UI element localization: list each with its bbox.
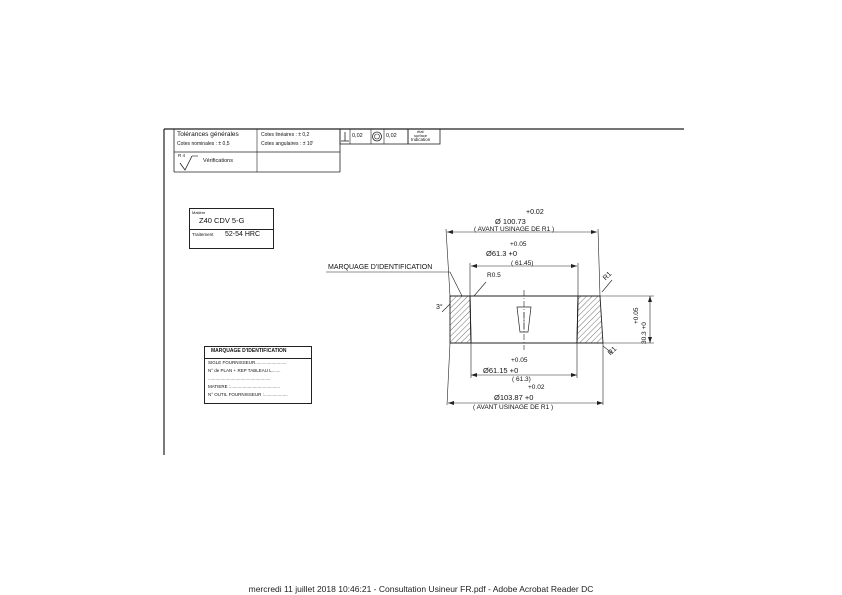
surface-note-2: surface bbox=[414, 133, 428, 138]
surface-note-3: Indication bbox=[411, 137, 431, 142]
roughness-value: R 4 bbox=[178, 153, 186, 158]
angular-dims-label: Cotes angulaires : ± 10' bbox=[261, 141, 314, 147]
flatness-value: 0,02 bbox=[352, 133, 363, 139]
top-dia-note: ( AVANT USINAGE DE R1 ) bbox=[474, 226, 555, 233]
height-tolerance: +0.05 bbox=[633, 307, 640, 324]
marking-box-title: MARQUAGE D'IDENTIFICATION bbox=[211, 348, 287, 354]
marking-box bbox=[204, 346, 312, 404]
marking-line-3: ........................................… bbox=[208, 376, 271, 381]
bottom-dia-value: Ø61.15 +0 bbox=[483, 366, 519, 375]
linear-dims-label: Cotes linéaires : ± 0,2 bbox=[261, 132, 310, 138]
bottom-dia-tolerance: +0.05 bbox=[511, 357, 528, 364]
marking-line-2: N° de PLAN + REP TABLEAU L....... bbox=[208, 368, 281, 373]
marking-line-4: MATIERE :...............................… bbox=[208, 384, 281, 389]
height-value: 30.3 +0 bbox=[641, 322, 648, 344]
marking-line-5: N° OUTIL FOURNISSEUR :..................… bbox=[208, 392, 288, 397]
mid-dia-value: Ø61.3 +0 bbox=[486, 249, 518, 258]
material-value: Z40 CDV 5-G bbox=[199, 216, 245, 225]
bottom-dia-ref: ( 61.3) bbox=[512, 376, 531, 383]
treatment-label: Traitement bbox=[192, 232, 214, 237]
print-footer: mercredi 11 juillet 2018 10:46:21 - Cons… bbox=[248, 584, 594, 594]
mid-dia-tolerance: +0.05 bbox=[510, 241, 527, 248]
mid-dia-ref: ( 61.45) bbox=[511, 260, 534, 267]
material-label: Matière bbox=[192, 210, 206, 215]
marking-label: MARQUAGE D'IDENTIFICATION bbox=[328, 264, 433, 271]
nominal-dims-label: Cotes nominales : ± 0,5 bbox=[177, 141, 230, 147]
verifications-label: Vérifications bbox=[203, 158, 233, 164]
bottom-big-dia-tolerance: +0.02 bbox=[528, 384, 545, 391]
material-box bbox=[189, 208, 274, 249]
marking-line-1: SIGLE FOURNISSEUR.......................… bbox=[208, 360, 287, 365]
top-dia-tolerance: +0.02 bbox=[526, 209, 544, 216]
bottom-big-dia-note: ( AVANT USINAGE DE R1 ) bbox=[473, 404, 554, 411]
top-dia-value: Ø 100.73 bbox=[495, 217, 526, 226]
treatment-value: 52-54 HRC bbox=[225, 231, 261, 238]
general-tolerances-label: Tolérances générales bbox=[177, 131, 239, 138]
bottom-big-dia-value: Ø103.87 +0 bbox=[494, 393, 534, 402]
surface-note-1: état bbox=[417, 129, 424, 134]
circularity-value: 0,02 bbox=[386, 133, 397, 139]
angle-value: 3° bbox=[436, 304, 443, 311]
small-radius: R0.5 bbox=[487, 272, 501, 279]
